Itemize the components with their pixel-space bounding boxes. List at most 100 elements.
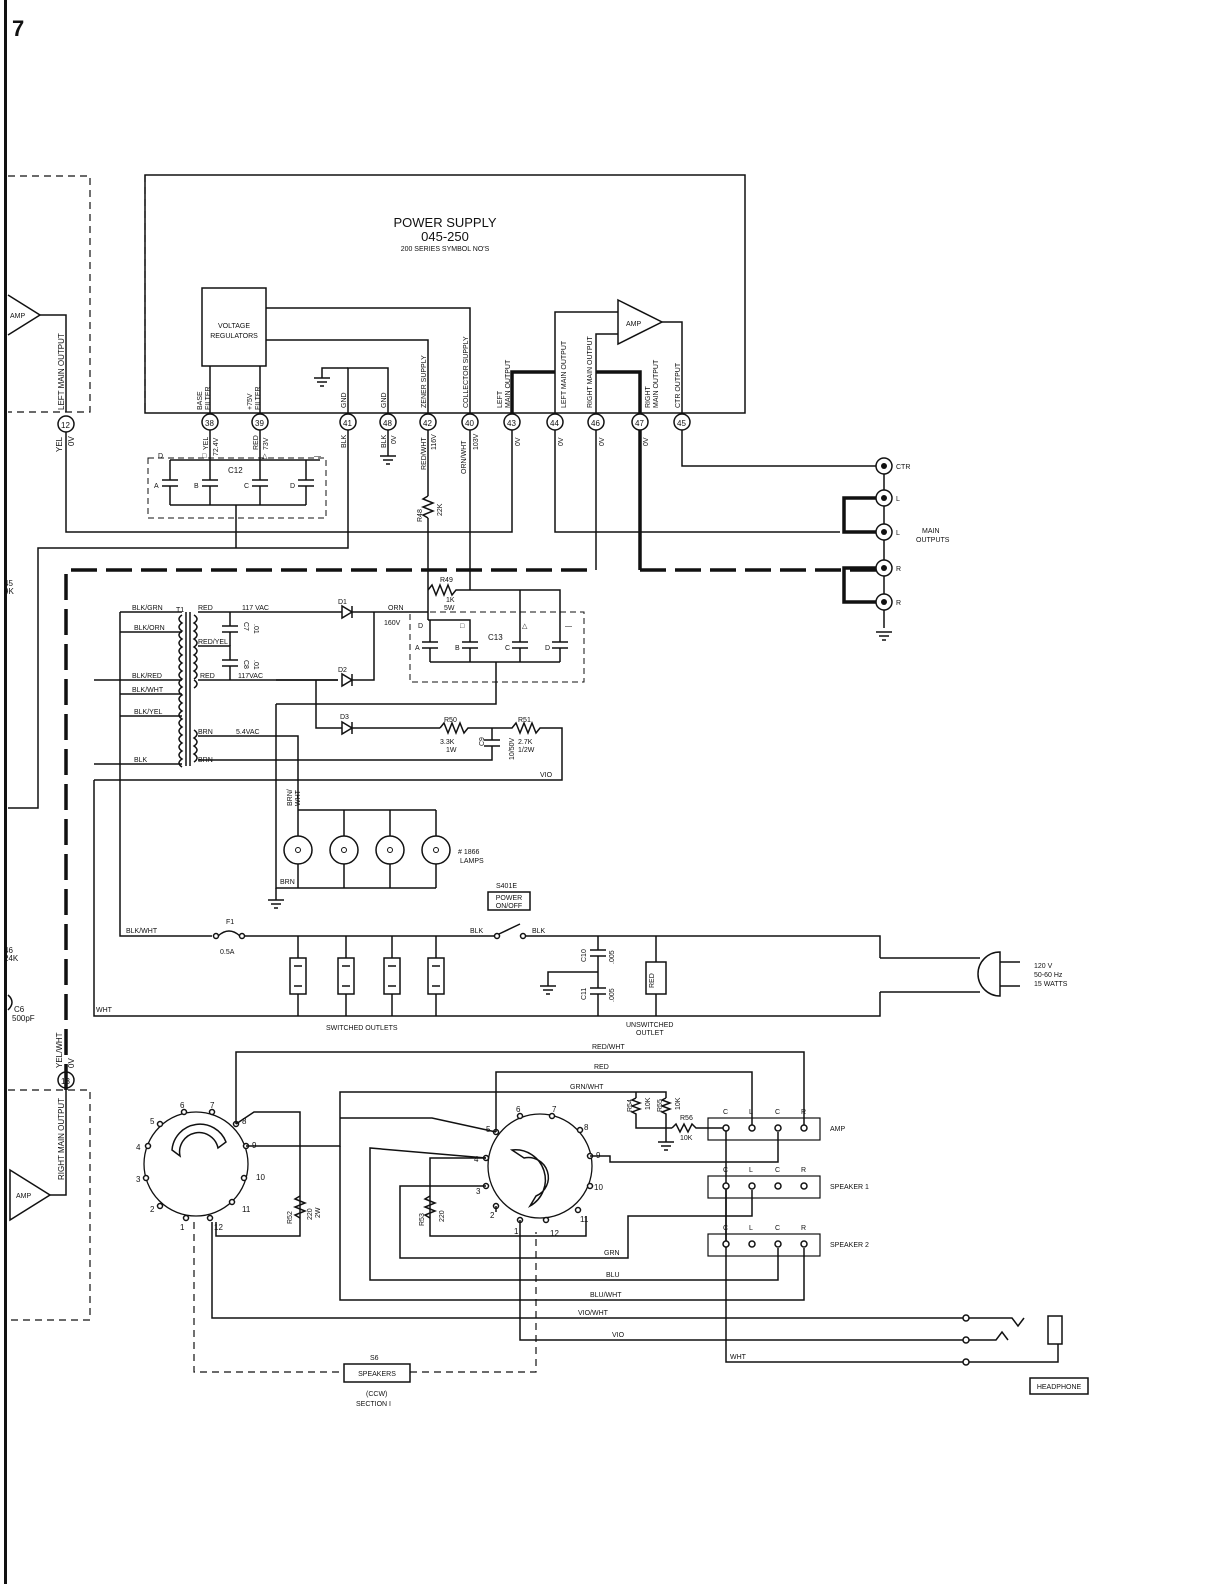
r48-name: R48 (417, 509, 424, 522)
lw-pos-2: 2 (150, 1205, 155, 1214)
lw-pos-12: 12 (214, 1223, 223, 1232)
spk1-pin-l[interactable] (748, 1182, 756, 1190)
hp-contact-sleeve (962, 1358, 970, 1366)
terminal-41-wire: BLK (341, 434, 348, 448)
terminal-43-label-2: MAIN OUTPUT (505, 359, 512, 408)
outlet-3[interactable] (383, 957, 401, 995)
amp-pin-r-label: R (801, 1109, 806, 1116)
rw-c12 (542, 1216, 550, 1224)
terminal-38-num: 38 (205, 419, 214, 428)
terminal-strip-speaker-2: C L C R SPEAKER 2 (707, 1225, 869, 1257)
spk1-pin-c2[interactable] (774, 1182, 782, 1190)
rw-pos-10: 10 (594, 1183, 603, 1192)
terminal-45-label: CTR OUTPUT (675, 362, 682, 408)
c12-mark-tri: △ (262, 453, 268, 460)
outlet-1[interactable] (289, 957, 307, 995)
spk2-pin-l[interactable] (748, 1240, 756, 1248)
r56 (671, 1122, 726, 1134)
terminal-38-label-1: BASE (197, 391, 204, 410)
internal-amp (617, 298, 664, 346)
power-switch-blade[interactable] (498, 923, 521, 935)
gnd-return-wire (8, 430, 349, 809)
r49-power: 5W (444, 605, 455, 612)
terminal-43-num: 43 (507, 419, 516, 428)
terminal-38-voltage: 72.4V (213, 437, 220, 456)
spk1-pin-c1-label: C (723, 1167, 728, 1174)
left-wafer-rotor[interactable] (171, 1123, 227, 1158)
internal-amp-label: AMP (626, 321, 642, 328)
c10-c11-ground-wire (547, 971, 598, 986)
terminal-42-label: ZENER SUPPLY (421, 355, 428, 408)
lamp-brn-wht-1: BRN/ (287, 789, 294, 806)
left-amp-lower-label: AMP (16, 1193, 32, 1200)
ctr-output-wire (681, 430, 876, 467)
lamp-4-filament (433, 847, 439, 853)
spk2-pin-c2[interactable] (774, 1240, 782, 1248)
s6-mechanical-link (193, 1222, 537, 1373)
spk1-pin-c1[interactable] (722, 1182, 730, 1190)
t1-lead-blk-wht: BLK/WHT (132, 687, 164, 694)
jack-ctr-label: CTR (896, 464, 910, 471)
amp-pin-r[interactable] (800, 1124, 808, 1132)
terminal-47-num: 47 (635, 419, 644, 428)
lw-pos-3: 3 (136, 1175, 141, 1184)
terminal-39-label-1: +75V (247, 393, 254, 410)
collector-supply-wire (266, 307, 471, 413)
lw-r52-loop (215, 1111, 301, 1237)
lamp-brn-wht-2: WHT (295, 789, 302, 806)
fuse-f1 (217, 930, 241, 937)
unswitched-outlet[interactable] (645, 961, 667, 995)
terminal-44-label: LEFT MAIN OUTPUT (561, 340, 568, 408)
r54-name: R54 (627, 1099, 634, 1112)
lw-pos-8: 8 (242, 1117, 247, 1126)
t48-ground (380, 455, 396, 465)
left-main-output-label: LEFT MAIN OUTPUT (57, 333, 66, 410)
terminal-43-voltage: 0V (515, 437, 522, 446)
left-upper-output-wire (40, 314, 67, 412)
left-wafer (143, 1111, 249, 1217)
wire-wht: WHT (730, 1354, 747, 1361)
right-output-thick-internal (596, 370, 642, 413)
amp-pin-c2[interactable] (774, 1124, 782, 1132)
c13-mark-tri: △ (522, 623, 528, 630)
voltage-regulators-label-1: VOLTAGE (218, 323, 250, 330)
right-wafer-rotor[interactable] (509, 1149, 550, 1209)
d2-name: D2 (338, 667, 347, 674)
rw-pos-1: 1 (514, 1227, 519, 1236)
r50-value: 3.3K (440, 739, 455, 746)
spk1-pin-r[interactable] (800, 1182, 808, 1190)
r55-value: 10K (675, 1097, 682, 1110)
lamp-3-filament (387, 847, 393, 853)
terminal-42-wire: RED/WHT (421, 437, 428, 470)
terminal-12-wire: YEL (55, 436, 64, 452)
hp-plug[interactable] (1047, 1315, 1063, 1345)
power-supply-subtitle: 200 SERIES SYMBOL NO'S (401, 246, 490, 253)
terminal-13-voltage: 0V (67, 1058, 76, 1068)
wire-blu: BLU (606, 1272, 620, 1279)
terminal-48-num: 48 (383, 419, 392, 428)
ps-terminals: 38 39 41 48 42 40 43 44 46 47 45 (201, 413, 691, 431)
c10-value: .005 (609, 950, 616, 964)
spk2-pin-l-label: L (749, 1225, 753, 1232)
outlet-2[interactable] (337, 957, 355, 995)
power-supply-title: POWER SUPPLY (393, 215, 496, 230)
c13-bank (409, 611, 585, 683)
unswitched-outlet-label-1: UNSWITCHED (626, 1022, 673, 1029)
t1-name: T1 (176, 607, 184, 614)
amp-pin-c1[interactable] (722, 1124, 730, 1132)
terminal-42-num: 42 (423, 419, 432, 428)
switched-outlets-label: SWITCHED OUTLETS (326, 1025, 398, 1032)
jack-r1-label: R (896, 566, 901, 573)
terminal-46-voltage: 0V (599, 437, 606, 446)
terminal-38-wire: YEL (203, 437, 210, 450)
spk2-pin-r[interactable] (800, 1240, 808, 1248)
outlet-4[interactable] (427, 957, 445, 995)
switch-blk-out: BLK (532, 928, 546, 935)
lw-c11 (228, 1198, 236, 1206)
spk2-pin-c1[interactable] (722, 1240, 730, 1248)
amp-pin-c1-label: C (723, 1109, 728, 1116)
r45-name: 45 (4, 579, 13, 588)
amp-pin-l[interactable] (748, 1124, 756, 1132)
wire-vio-wht: VIO/WHT (578, 1310, 609, 1317)
jack-l2-center (881, 529, 887, 535)
